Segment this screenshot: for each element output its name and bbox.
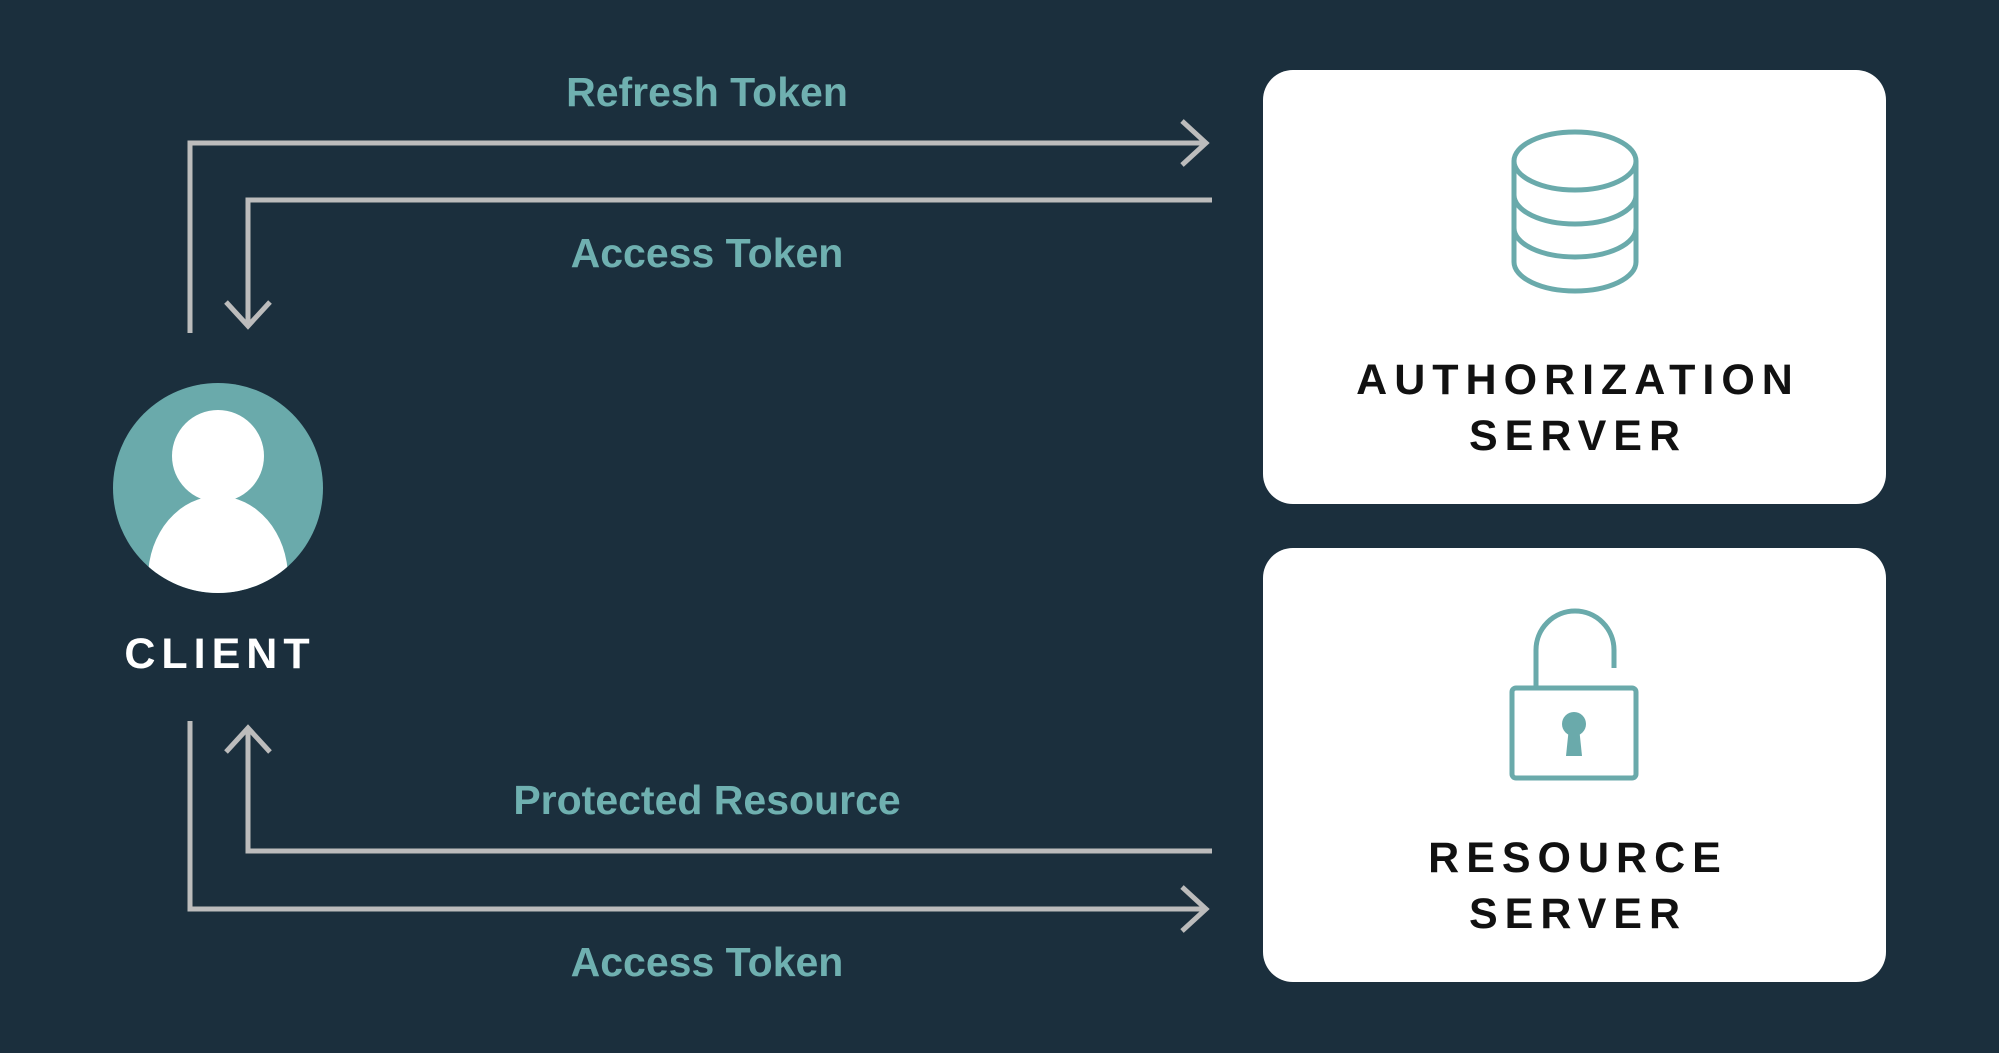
access-token-return-label: Access Token: [571, 230, 844, 276]
protected-resource-arrow: [224, 724, 1212, 854]
resource-server-box: [1263, 548, 1886, 982]
refresh-token-arrow: [187, 119, 1210, 333]
client-label: CLIENT: [124, 630, 315, 678]
access-token-return-arrow: [224, 197, 1212, 330]
authorization-server-box: [1263, 70, 1886, 504]
database-icon: [1511, 129, 1639, 294]
padlock-icon: [1509, 608, 1639, 781]
resource-server-label-line2: SERVER: [1469, 890, 1687, 938]
resource-server-node: RESOURCE SERVER: [1263, 548, 1886, 982]
access-token-send-arrow: [187, 721, 1210, 933]
access-token-send-label: Access Token: [571, 939, 844, 985]
resource-server-label-line1: RESOURCE: [1428, 834, 1728, 882]
user-avatar-icon: [113, 383, 323, 593]
protected-resource-label: Protected Resource: [513, 777, 900, 823]
refresh-token-label: Refresh Token: [566, 69, 848, 115]
authorization-server-label-line2: SERVER: [1469, 412, 1687, 460]
authorization-server-node: AUTHORIZATION SERVER: [1263, 70, 1886, 504]
authorization-server-label-line1: AUTHORIZATION: [1356, 356, 1800, 404]
client-node: CLIENT: [113, 383, 323, 678]
